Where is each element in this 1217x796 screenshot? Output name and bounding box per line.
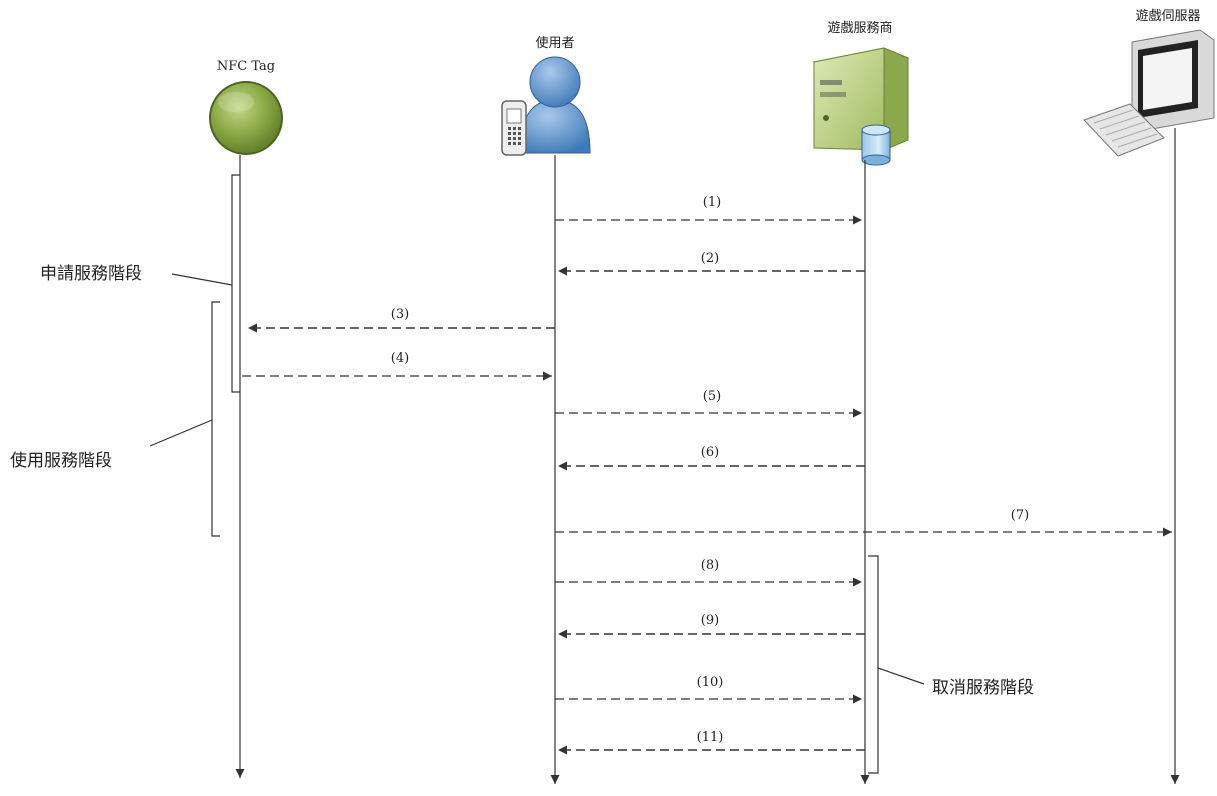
message-7: (7) (555, 508, 1172, 532)
actor-label-provider: 遊戲服務商 (827, 21, 892, 36)
database-icon (862, 125, 890, 165)
phase-bracket-apply: 申請服務階段 (40, 175, 240, 392)
phone-icon (502, 101, 526, 155)
message-9: (9) (558, 613, 865, 634)
message-label: (10) (697, 675, 724, 690)
actor-label-nfc: NFC Tag (217, 59, 275, 74)
message-6: (6) (558, 445, 865, 466)
message-label: (5) (703, 389, 721, 404)
server-with-database-icon (814, 48, 908, 165)
message-11: (11) (558, 730, 865, 750)
message-label: (6) (701, 445, 719, 460)
message-4: (4) (242, 351, 552, 376)
phase-label-use: 使用服務階段 (10, 450, 112, 471)
message-label: (11) (697, 730, 724, 745)
message-label: (9) (701, 613, 719, 628)
actor-label-server: 遊戲伺服器 (1135, 9, 1200, 24)
message-8: (8) (555, 558, 862, 582)
message-10: (10) (555, 675, 862, 699)
message-label: (8) (701, 558, 719, 573)
nfc-tag-icon (209, 81, 283, 155)
message-label: (1) (703, 195, 721, 210)
computer-monitor-icon (1084, 30, 1214, 156)
phase-bracket-use: 使用服務階段 (10, 302, 220, 536)
phase-bracket-cancel: 取消服務階段 (868, 556, 1034, 773)
phase-label-cancel: 取消服務階段 (932, 678, 1034, 698)
message-5: (5) (555, 389, 862, 413)
message-label: (2) (701, 251, 719, 266)
phase-label-apply: 申請服務階段 (40, 264, 142, 284)
message-label: (7) (1011, 508, 1029, 523)
message-label: (4) (391, 351, 409, 366)
user-with-phone-icon (502, 57, 590, 155)
message-label: (3) (391, 307, 409, 322)
message-3: (3) (248, 307, 555, 328)
message-2: (2) (558, 251, 865, 271)
actor-label-user: 使用者 (535, 35, 574, 51)
message-1: (1) (555, 195, 862, 220)
